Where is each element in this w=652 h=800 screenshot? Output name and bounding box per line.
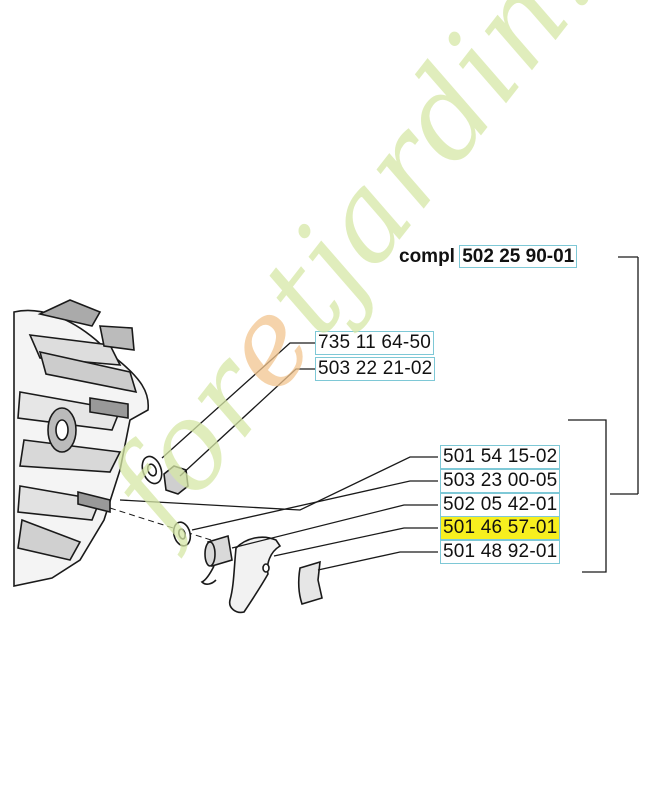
leader-lines xyxy=(119,256,639,573)
part-label-1: 735 11 64-50 xyxy=(315,331,434,355)
part-label-2: 503 22 21-02 xyxy=(314,357,436,381)
part-number[interactable]: 735 11 64-50 xyxy=(315,331,434,355)
part-number[interactable]: 503 22 21-02 xyxy=(314,357,436,381)
part-number[interactable]: 501 48 92-01 xyxy=(439,540,561,564)
part-label-3: 501 54 15-02 xyxy=(439,445,561,469)
clip-drawing xyxy=(297,560,323,605)
part-label-4: 503 23 00-05 xyxy=(439,469,561,493)
part-number[interactable]: 503 23 00-05 xyxy=(439,469,561,493)
part-label-5: 502 05 42-01 xyxy=(439,493,561,517)
assembly-prefix: compl xyxy=(399,246,455,267)
part-label-6-highlighted: 501 46 57-01 xyxy=(439,516,561,540)
shaft-axis xyxy=(109,507,231,547)
small-washer-drawing xyxy=(172,521,192,547)
assembly-label: compl 502 25 90-01 xyxy=(399,245,578,268)
flywheel-drawing xyxy=(13,299,149,587)
part-label-7: 501 48 92-01 xyxy=(439,540,561,564)
part-number[interactable]: 502 05 42-01 xyxy=(439,493,561,517)
assembly-number[interactable]: 502 25 90-01 xyxy=(459,245,578,268)
pawl-drawing xyxy=(228,536,282,614)
part-number-highlighted[interactable]: 501 46 57-01 xyxy=(439,516,561,540)
washer-drawing xyxy=(141,455,163,485)
part-number[interactable]: 501 54 15-02 xyxy=(439,445,561,469)
spring-drawing xyxy=(200,534,233,585)
nut-drawing xyxy=(163,465,189,495)
